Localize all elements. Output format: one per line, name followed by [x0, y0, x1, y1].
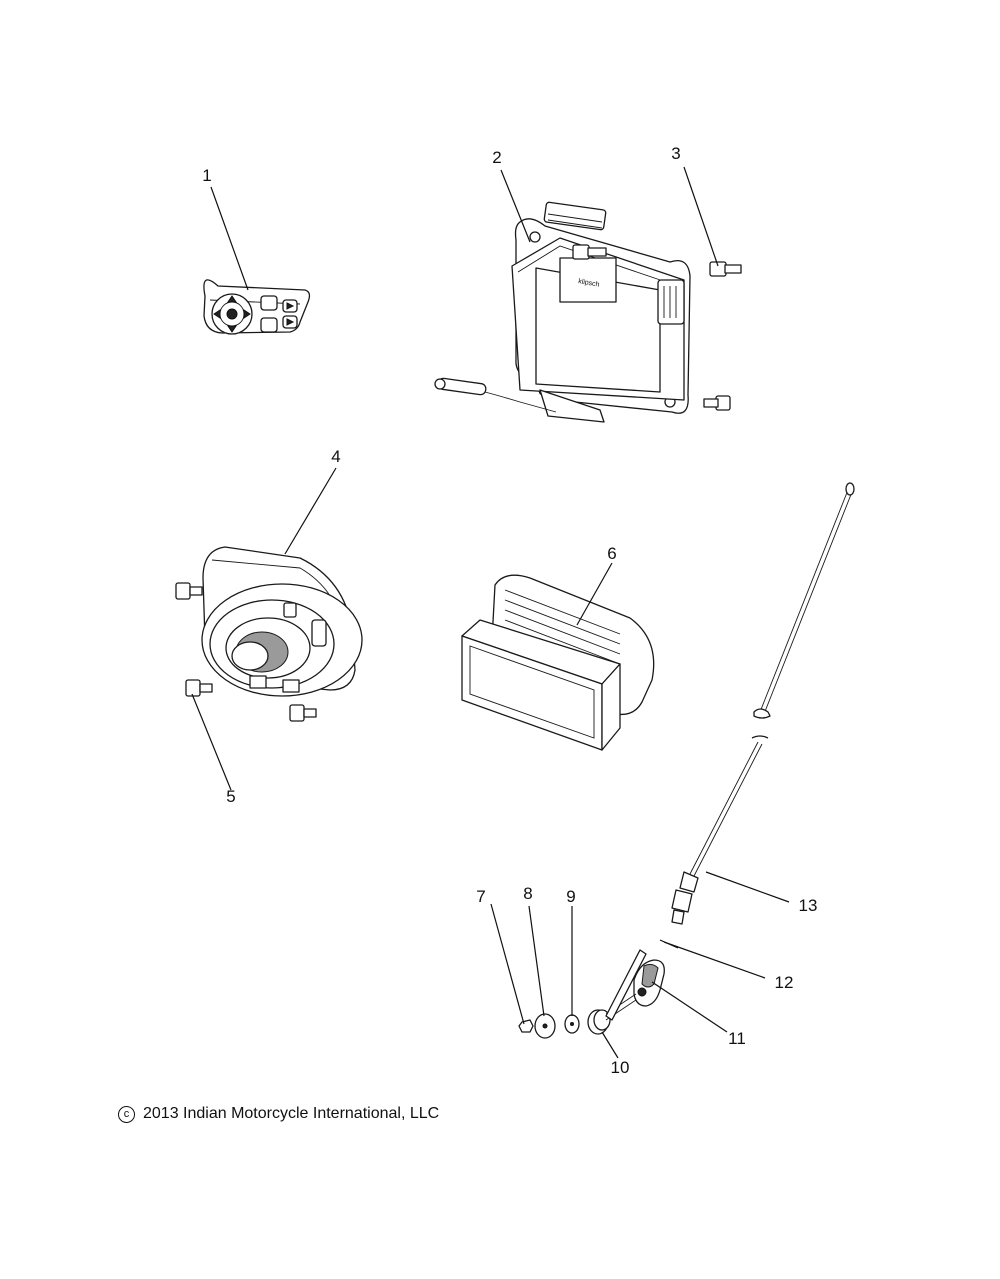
screw-icon: [572, 244, 742, 411]
callout-6: 6: [607, 544, 616, 563]
callout-5: 5: [226, 787, 235, 806]
callout-10: 10: [611, 1058, 630, 1077]
screw-icon: [175, 582, 317, 722]
callout-9: 9: [566, 887, 575, 906]
callout-11: 11: [728, 1029, 746, 1048]
copyright-notice: c 2013 Indian Motorcycle International, L…: [118, 1105, 439, 1123]
switch-control-icon: [203, 279, 311, 335]
washer-icon: [534, 1013, 556, 1039]
amplifier-brand-label: klipsch: [578, 278, 600, 289]
copyright-symbol-icon: c: [118, 1106, 135, 1123]
callout-4: 4: [331, 447, 340, 466]
callout-3: 3: [671, 144, 680, 163]
amplifier-module-icon: klipsch: [434, 201, 691, 423]
copyright-text: 2013 Indian Motorcycle International, LL…: [143, 1105, 440, 1122]
callout-7: 7: [476, 887, 485, 906]
callout-1: 1: [202, 166, 211, 185]
speaker-icon: [201, 546, 363, 697]
callout-2: 2: [492, 148, 501, 167]
speaker-grille-housing-icon: [461, 574, 655, 751]
antenna-mount-icon: [587, 949, 647, 1035]
callout-13: 13: [799, 896, 818, 915]
antenna-base-icon: [633, 959, 665, 1007]
nut-icon: [518, 1019, 534, 1033]
callout-labels: 1 2 3 4 5 6 7 8 9 10 11 12 13: [202, 144, 817, 1077]
antenna-mast-icon: [671, 482, 855, 925]
callout-12: 12: [775, 973, 794, 992]
leader-lines: [191, 166, 790, 1059]
callout-8: 8: [523, 884, 532, 903]
washer-icon: [564, 1014, 580, 1034]
